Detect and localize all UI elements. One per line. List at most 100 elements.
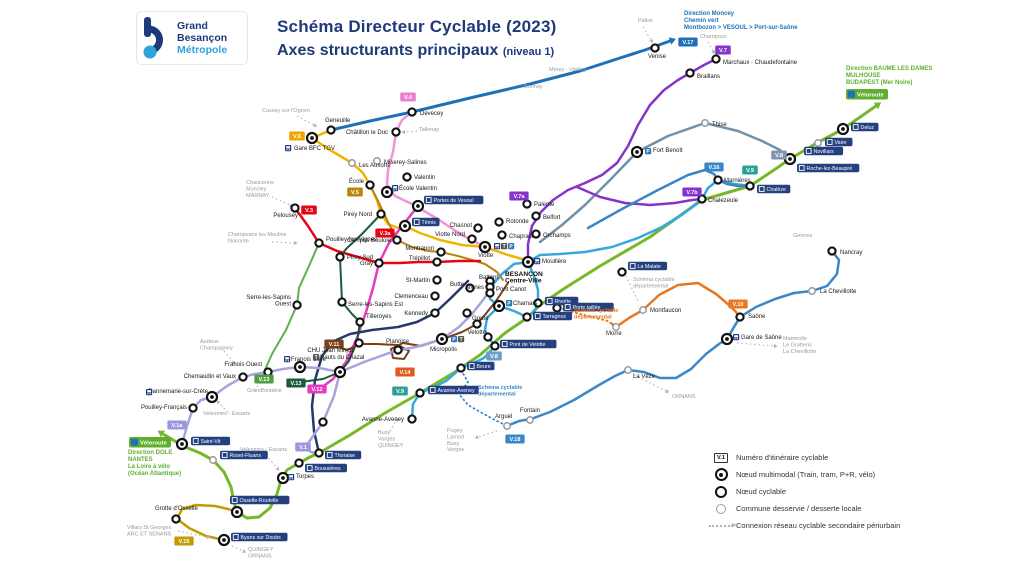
map-node-center-dot — [526, 260, 530, 264]
map-node-cycle — [393, 345, 403, 355]
map-label: Chemaudin et Vaux — [184, 374, 236, 380]
map-label: Franois Ouest — [224, 362, 262, 368]
train-icon — [494, 243, 501, 250]
map-node-cycle — [314, 238, 324, 248]
route-badge-V.13 — [286, 378, 306, 388]
map-label: Arènes — [465, 285, 484, 291]
map-label: Chaprais — [509, 234, 533, 240]
route-line-v17 — [329, 39, 672, 132]
map-label: Bonnay — [524, 84, 543, 90]
route-badge-label: V.13 — [259, 377, 270, 383]
station-tag — [231, 532, 288, 542]
map-label: Braillans — [697, 74, 720, 80]
station-tag-train-icon — [306, 465, 313, 471]
route-badge-V.10 — [728, 299, 748, 309]
svg-text:P: P — [507, 301, 511, 307]
line-arrow-icon — [242, 548, 247, 554]
map-label: Gare BFC TGV — [294, 146, 335, 152]
secondary-connection-line — [271, 196, 291, 206]
map-label: École — [349, 178, 365, 185]
station-tag-label: Tarragnoz — [543, 314, 567, 320]
map-node-local — [503, 422, 511, 430]
line-arrow-icon — [394, 417, 398, 423]
line-arrow-icon — [773, 343, 778, 349]
station-tag-train-icon — [501, 341, 508, 347]
route-badge-label: V.10 — [733, 302, 744, 308]
map-node-cycle — [171, 514, 181, 524]
map-label: Velesmes - Essarts — [240, 447, 287, 453]
map-node-cycle — [456, 363, 466, 373]
map-label: Chalezeule — [708, 198, 739, 204]
map-node-cycle — [522, 312, 532, 322]
train-icon — [285, 145, 292, 152]
secondary-connection-line — [389, 420, 397, 432]
tram-icon: T — [458, 336, 465, 343]
legend-item-route-number: V.1 Numéro d'itinéraire cyclable — [706, 449, 900, 466]
legend-item-local-commune: Commune desservie / desserte locale — [706, 500, 900, 517]
map-node-cycle — [402, 172, 412, 182]
legend-label: Nœud cyclable — [736, 487, 787, 496]
map-node-local — [348, 159, 356, 167]
map-label: Campus Bouloie — [347, 238, 392, 244]
route-badge-V.4 — [400, 92, 416, 102]
map-node-cycle — [430, 308, 440, 318]
map-label: Tilleroyes — [366, 314, 391, 320]
map-node-cycle — [465, 283, 475, 293]
route-badge-label: V.1a — [172, 423, 184, 429]
station-tag — [563, 302, 614, 312]
station-tag-train-icon — [798, 165, 805, 171]
map-label: Palise — [638, 18, 653, 24]
p-icon: P — [508, 243, 515, 250]
map-label: Pont Canot — [496, 287, 526, 293]
map-label: Chasnot — [450, 223, 473, 229]
svg-text:T: T — [460, 337, 463, 343]
svg-text:P: P — [509, 244, 513, 250]
map-node-cycle — [483, 332, 493, 342]
train-icon — [284, 356, 291, 363]
map-node-cycle — [650, 43, 660, 53]
map-node-cycle — [473, 223, 483, 233]
station-tag-label: Porte taillée — [573, 305, 601, 311]
route-badge-V.18 — [505, 434, 525, 444]
train-icon — [146, 389, 153, 396]
map-label: École Valentin — [399, 185, 437, 192]
station-tag-train-icon — [413, 219, 420, 225]
map-label: Pelousey — [273, 213, 298, 219]
veloroute-badge-label: Véloroute — [140, 440, 168, 446]
map-label: Saône — [748, 314, 766, 320]
map-node-cycle — [436, 247, 446, 257]
map-node-center-dot — [788, 157, 792, 161]
legend-label: Commune desservie / desserte locale — [736, 504, 862, 513]
route-line-v6 — [310, 136, 530, 264]
map-node-cycle — [391, 127, 401, 137]
map-node-local — [209, 456, 217, 464]
route-badge-label: V.8 — [775, 153, 783, 159]
map-node-cycle — [238, 372, 248, 382]
map-label: Dannemarie-sur-Crète — [148, 389, 208, 395]
map-node-center-dot — [440, 337, 444, 341]
map-node-center-dot — [338, 370, 342, 374]
map-node-cycle — [711, 54, 721, 64]
map-node-center-dot — [298, 365, 302, 369]
map-label: Champoux — [700, 34, 727, 40]
station-tag-label: Pont de Velotte — [510, 342, 546, 348]
station-tag-train-icon — [629, 263, 636, 269]
map-label: Montrapon — [405, 246, 434, 252]
p-icon: P — [506, 300, 513, 307]
map-label: Geneuille — [325, 118, 351, 124]
map-node-cycle — [365, 180, 375, 190]
route-line-v5 — [369, 184, 504, 281]
route-badge-label: V.5 — [351, 190, 359, 196]
map-label: Devecey — [420, 111, 443, 117]
route-badge-label: V.9 — [396, 389, 404, 395]
map-node-center-dot — [725, 337, 729, 341]
secondary-connection-line — [642, 26, 652, 41]
route-line-v13-east — [295, 213, 382, 383]
map-label: Marnières — [724, 178, 751, 184]
map-label: Belfort — [543, 215, 561, 221]
map-node-cycle — [407, 414, 417, 424]
line-arrow-icon — [293, 240, 298, 246]
